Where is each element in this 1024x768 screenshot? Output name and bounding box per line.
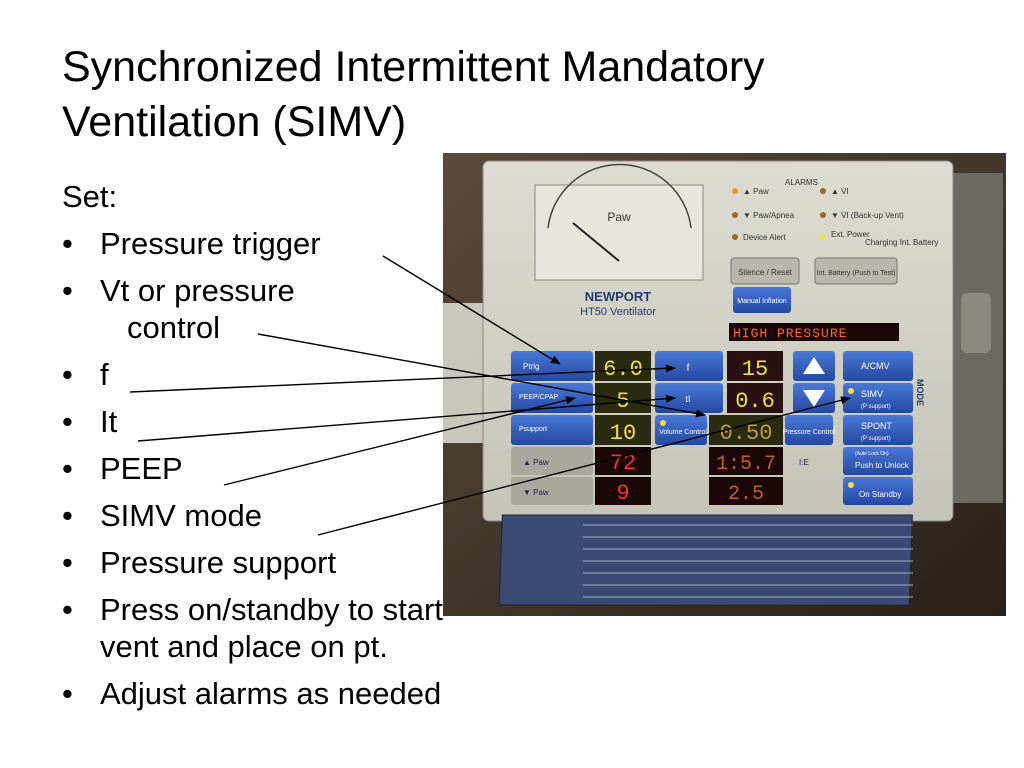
f-label: f [687,363,690,374]
bullet-pressure-trigger: Pressure trigger [62,225,562,262]
int-battery-button[interactable] [814,257,898,285]
led-ext-power [820,234,826,240]
acmv-label: A/CMV [861,361,890,371]
alarm-paw-high: ▲ Paw [743,187,769,196]
bullet-press-on-standby: Press on/standby to start [62,591,562,628]
alarm-vi-high: ▲ V̇I [831,187,849,196]
unlock-label: Push to Unlock [855,461,910,470]
ti-value: 0.6 [735,389,775,414]
manual-inflation-button[interactable] [733,287,791,313]
alarms-header: ALARMS [785,178,818,187]
bullet-f: f [62,356,562,393]
bullet-adjust-alarms: Adjust alarms as needed [62,675,562,712]
vt-value: 0.50 [720,421,773,446]
gauge-label: Paw [607,210,631,224]
spont-label: SPONT [861,421,893,431]
alarm-device-alert: Device Alert [743,233,786,242]
slide-title: Synchronized Intermittent Mandatory Vent… [62,40,962,150]
side-knob [961,293,991,353]
message-text: HIGH PRESSURE [733,326,847,341]
on-standby-button[interactable] [843,477,913,505]
alarm-led-device [732,234,738,240]
bullet-pressure-support: Pressure support [62,544,562,581]
ie-label: I:E [799,458,809,467]
mode-label: MODE [915,379,925,406]
brand-logo: NEWPORT [585,289,652,304]
set-label: Set: [62,179,118,214]
paw-low-value: 9 [616,481,629,506]
alarm-led-vi-low [820,212,826,218]
alarm-paw-low: ▼ Paw/Apnea [743,211,795,220]
bullet-it: It [62,403,562,440]
model-name: HT50 Ventilator [580,306,656,318]
ie-value: 1:5.7 [716,453,776,476]
simv-button[interactable] [843,383,913,413]
silence-reset-button[interactable] [730,257,800,285]
alarm-led-paw-low [732,212,738,218]
paw-high-value: 72 [610,451,636,476]
volume-control-label: Volume Control [659,429,707,436]
volume-control-led [660,420,666,426]
psupport-value: 10 [610,421,636,446]
pressure-gauge: Paw [534,163,704,281]
unlock-sub-label: (Auto Lock On) [855,451,889,457]
bullet-press-on-standby-cont: vent and place on pt. [100,629,388,664]
spont-button[interactable] [843,415,913,445]
up-arrow-icon [803,357,825,374]
peep-value: 5 [616,389,629,414]
settings-list: Set: Pressure trigger Vt or pressure con… [62,178,562,712]
bullet-simv-mode: SIMV mode [62,497,562,534]
label-ext-power: Ext. Power [831,230,870,239]
standby-label: On Standby [859,490,901,499]
bullet-peep: PEEP [62,450,562,487]
f-value: 15 [742,357,768,382]
title-line-2: Ventilation (SIMV) [62,98,407,146]
standby-led [848,482,854,488]
simv-sub-label: (P support) [861,404,891,410]
ptrig-value: 6.0 [603,357,643,382]
alarm-led-paw-high [732,188,738,194]
int-battery-label: Int. Battery (Push to Test) [817,270,896,277]
alarm-led-vi-high [820,188,826,194]
alarm-vi-low: ▼ V̇I (Back-up Vent) [831,211,904,220]
unlock-button[interactable] [843,447,913,475]
simv-led [848,388,854,394]
bullet-vt-or-pressure: Vt or pressure [62,272,562,309]
vi-value: 2.5 [728,483,764,506]
spont-sub-label: (P support) [861,436,891,442]
silence-reset-label: Silence / Reset [738,268,793,277]
acmv-button[interactable] [843,351,913,381]
label-charging: Charging Int. Battery [865,238,938,247]
simv-label: SIMV [861,389,883,399]
message-display [729,323,899,341]
title-line-1: Synchronized Intermittent Mandatory [62,43,765,91]
manual-inflation-label: Manual Inflation [737,298,787,305]
bullet-vt-or-pressure-cont: control [127,310,221,345]
pressure-control-label: Pressure Control [783,429,836,436]
f-display [727,351,783,381]
ti-label: tI [685,394,690,404]
